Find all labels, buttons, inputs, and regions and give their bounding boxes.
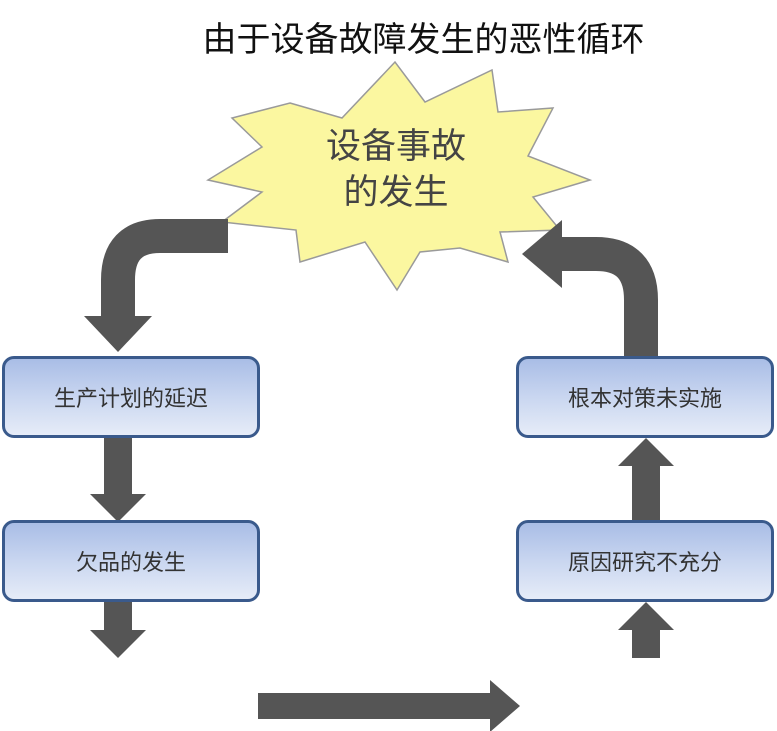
box-production-plan-delay-label: 生产计划的延迟	[53, 387, 208, 412]
box-defect-occurrence: 欠品的发生	[2, 520, 260, 602]
down-arrow-1-shaft	[104, 438, 132, 496]
down-arrow-2-shaft	[104, 602, 132, 632]
right-arrow-head	[490, 680, 520, 731]
burst-line-2: 的发生	[343, 173, 449, 213]
up-arrow-1-shaft	[632, 628, 660, 658]
up-arrow-1-head	[618, 602, 674, 630]
box-insufficient-study: 原因研究不充分	[516, 520, 774, 602]
right-arrow-shaft	[258, 693, 492, 719]
burst-line-1: 设备事故	[325, 127, 466, 167]
box-production-plan-delay: 生产计划的延迟	[2, 356, 260, 438]
curve-arrow-right	[560, 237, 658, 356]
box-no-countermeasure: 根本对策未实施	[516, 356, 774, 438]
box-defect-occurrence-label: 欠品的发生	[75, 551, 186, 576]
accident-burst-label: 设备事故 的发生	[296, 124, 496, 216]
diagram-title: 由于设备故障发生的恶性循环	[202, 20, 645, 60]
down-arrow-1-head	[90, 494, 146, 522]
up-arrow-2-shaft	[632, 464, 660, 520]
box-no-countermeasure-label: 根本对策未实施	[567, 387, 722, 412]
curve-arrow-left	[101, 219, 228, 318]
down-arrow-2-head	[90, 630, 146, 658]
accident-burst-shape	[206, 60, 593, 292]
curve-arrow-right-head	[522, 220, 562, 288]
curve-arrow-left-head	[84, 316, 152, 352]
up-arrow-2-head	[618, 438, 674, 466]
box-insufficient-study-label: 原因研究不充分	[567, 551, 722, 576]
